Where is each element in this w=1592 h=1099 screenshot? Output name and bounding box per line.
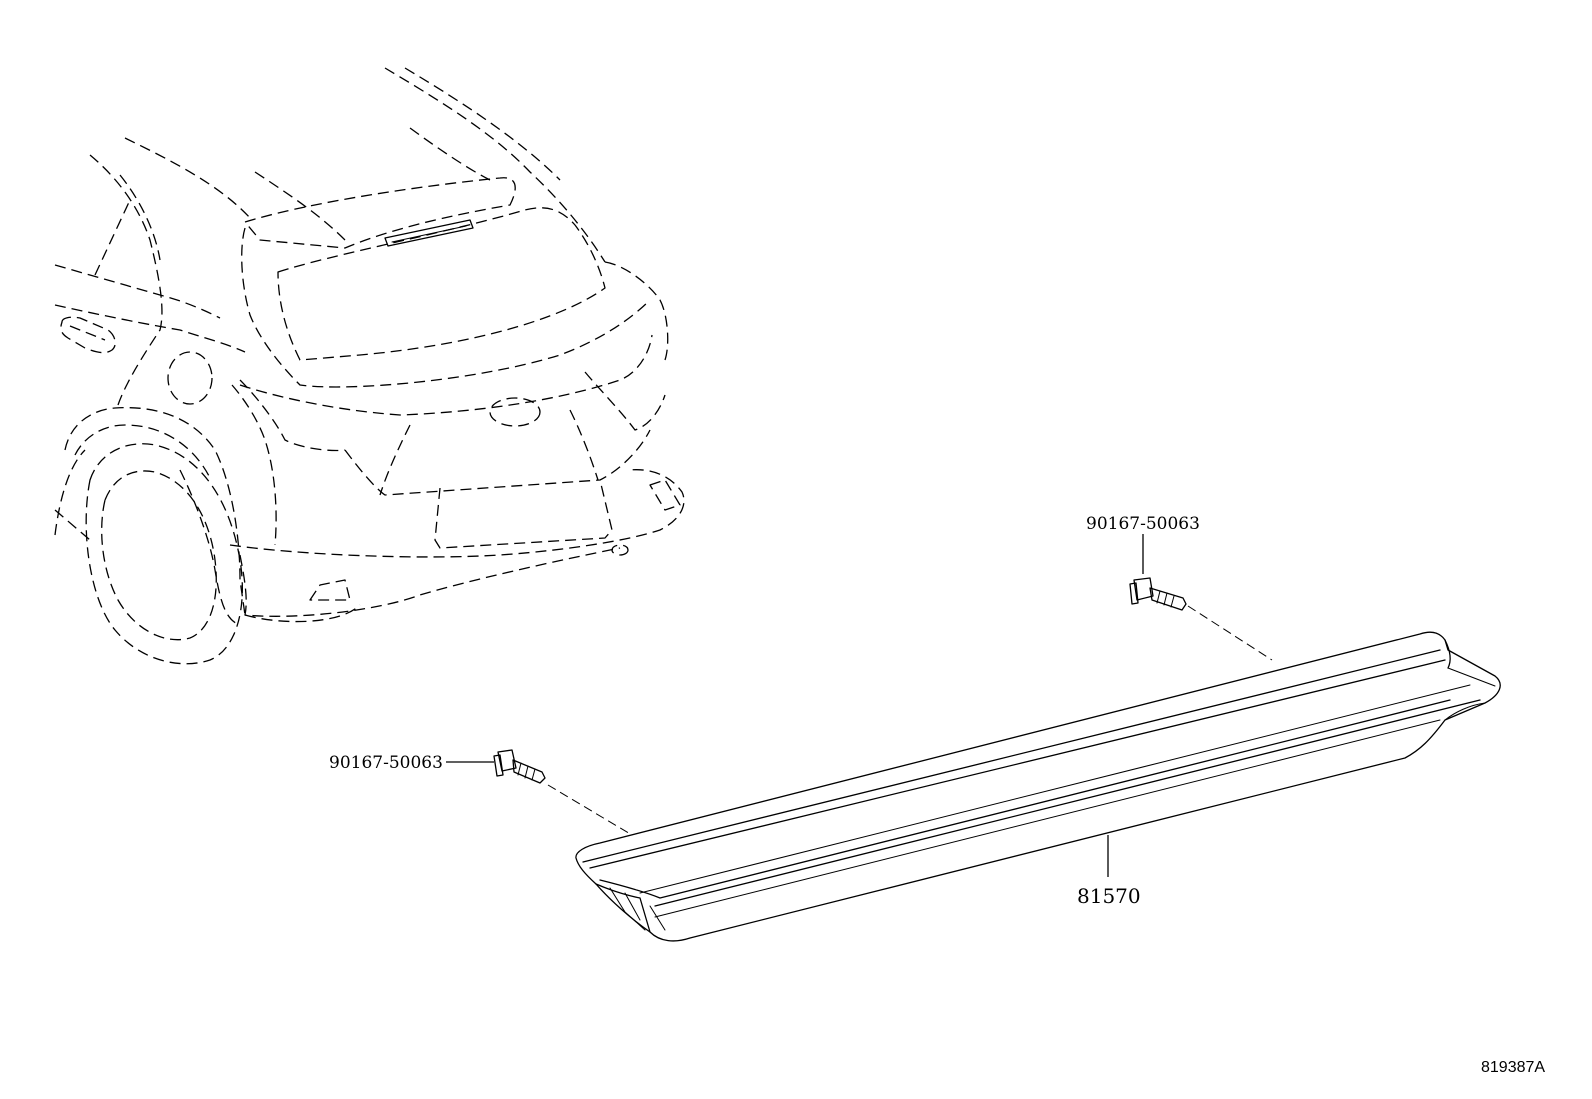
callout-bolt-right: 90167-50063: [1086, 514, 1200, 534]
figure-id: 819387A: [1481, 1059, 1545, 1076]
bolt-left-install-line: [547, 784, 633, 836]
vehicle-rear-outline: [54, 67, 685, 665]
bolt-left: [446, 749, 633, 836]
high-mount-stop-lamp: [575, 631, 1501, 942]
bolt-right: [1129, 534, 1273, 661]
callout-bolt-left: 90167-50063: [329, 753, 443, 773]
callout-lamp: 81570: [1077, 884, 1141, 908]
bolt-right-install-line: [1187, 605, 1273, 661]
vehicle-stop-lamp-location: [384, 219, 474, 247]
